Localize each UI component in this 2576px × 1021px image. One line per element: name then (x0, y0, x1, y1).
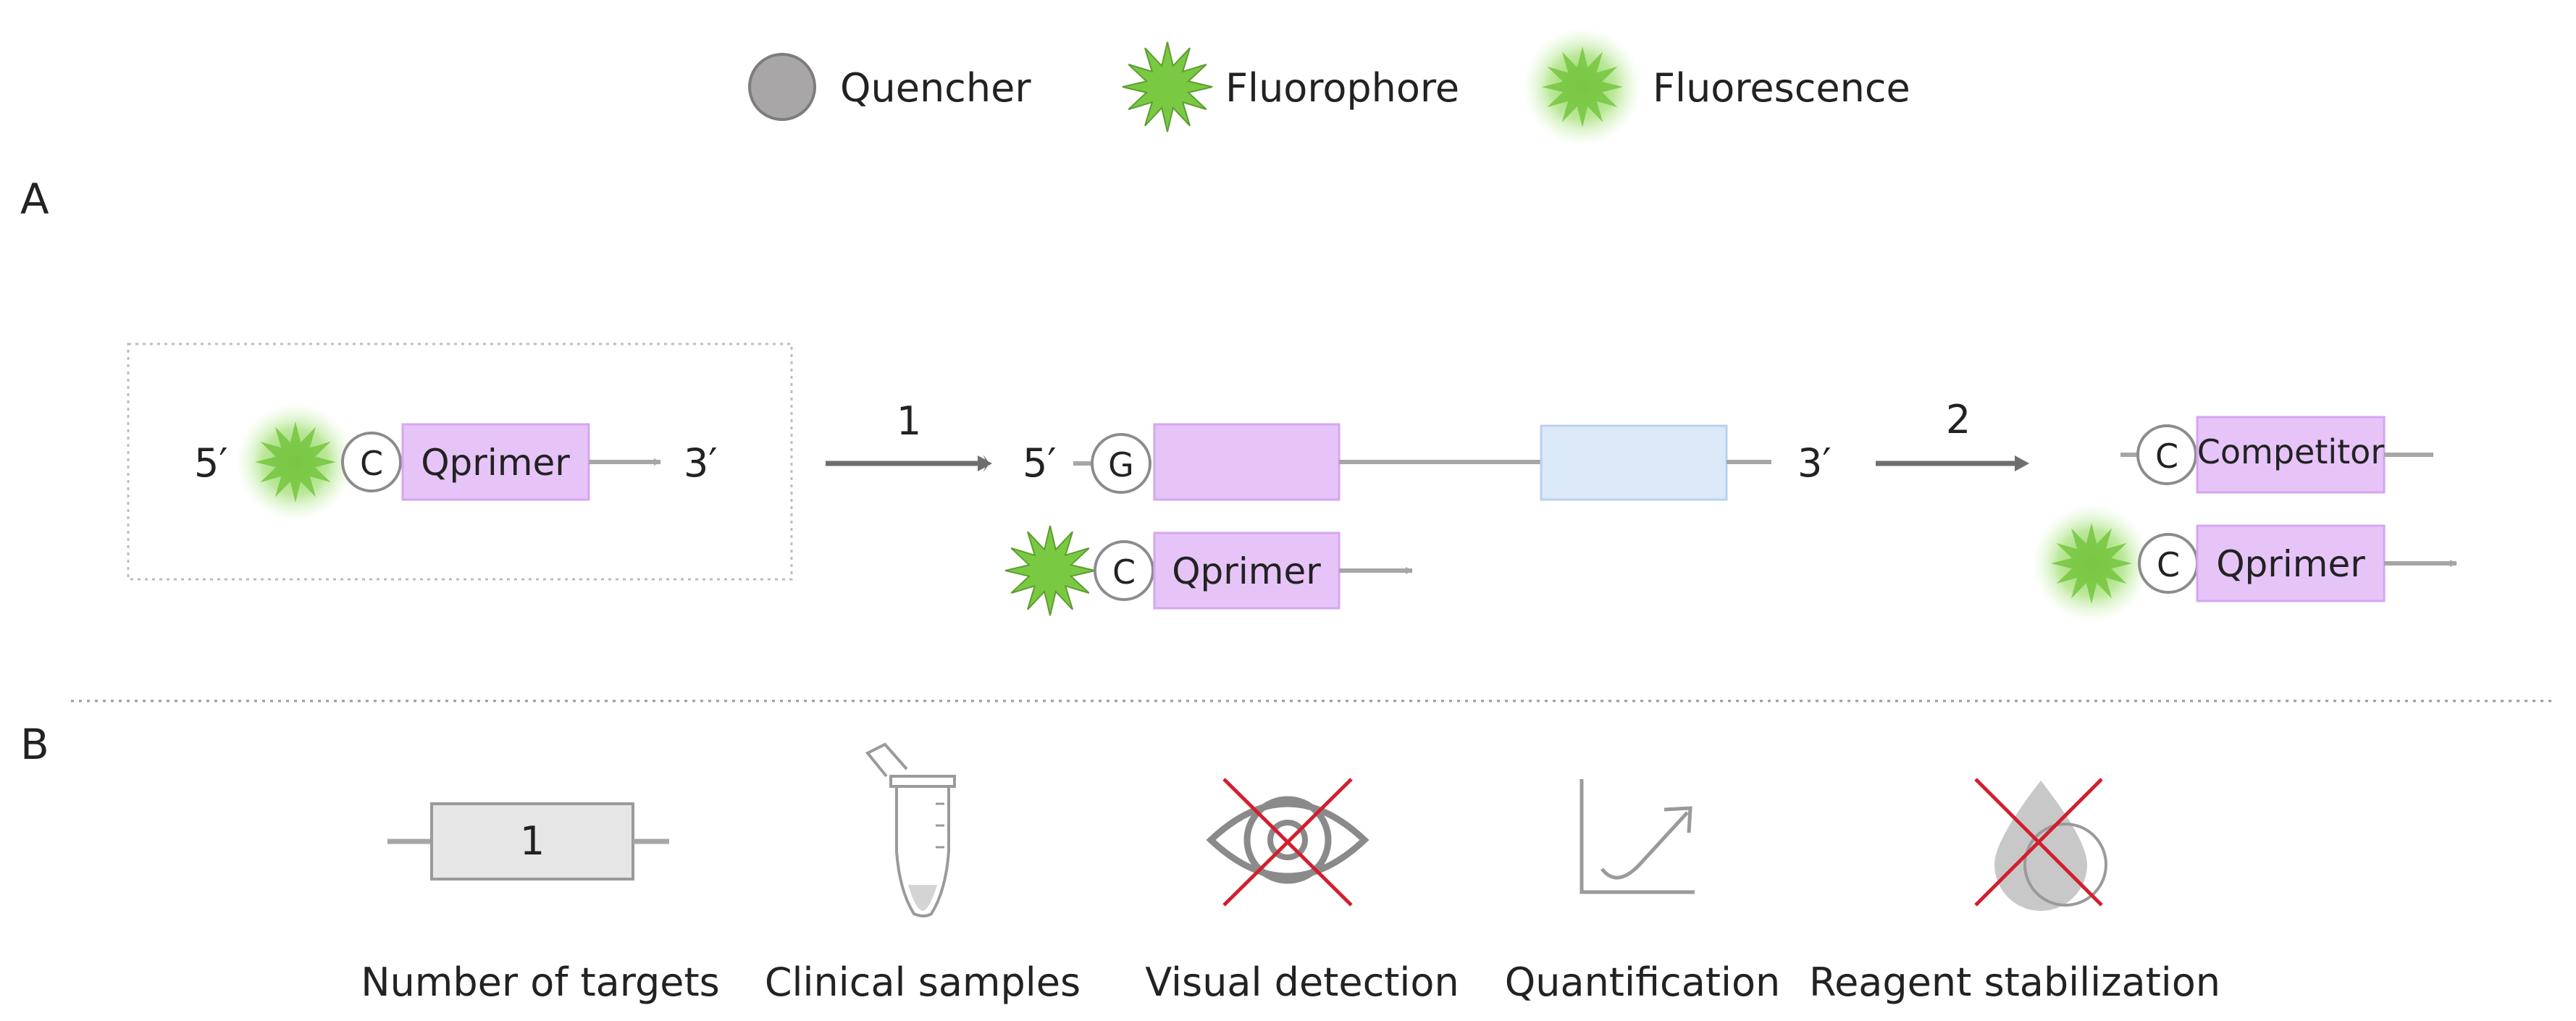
annealed-c-nucleotide (1094, 540, 1154, 601)
target-second-site (1540, 424, 1728, 501)
probe-c-nucleotide (341, 432, 402, 492)
step-1-label: 1 (897, 398, 921, 444)
released-c-label: C (2157, 545, 2180, 584)
fluorophore-legend-label: Fluorophore (1225, 65, 1459, 111)
visual-feature: Visual detection (1145, 778, 1459, 1005)
probe-five-prime-label: 5′ (194, 440, 228, 486)
competitor-c-nucleotide (2136, 424, 2197, 485)
quant-caption: Quantification (1505, 959, 1780, 1005)
reagent-feature: Reagent stabilization (1809, 778, 2220, 1005)
quant-feature: Quantification (1505, 779, 1780, 1005)
competitor-box (2196, 416, 2386, 494)
quant-axes-icon (1579, 779, 1695, 894)
annealed-primer: C Qprimer (1004, 525, 1413, 616)
probe-qprimer-box (401, 423, 590, 501)
fluorophore-legend-icon (1122, 41, 1213, 133)
target-primer-binding-site (1153, 423, 1341, 501)
fluorescence-legend-label: Fluorescence (1653, 65, 1910, 111)
released-primer: C Qprimer (2032, 504, 2457, 623)
probe-group: 5′ C Qprimer 3′ (127, 343, 793, 581)
reagent-cross-line-2 (1974, 778, 2103, 907)
legend: Quencher Fluorophore Fluorescence (748, 28, 1910, 146)
targets-box (430, 802, 634, 881)
probe-qprimer-label: Qprimer (421, 442, 570, 484)
annealed-c-label: C (1112, 552, 1136, 592)
target-g-nucleotide (1091, 433, 1151, 494)
tube-liquid (908, 885, 937, 911)
probe-three-prime-label: 3′ (684, 440, 718, 486)
probe-c-label: C (360, 444, 383, 483)
reagent-caption: Reagent stabilization (1809, 959, 2220, 1005)
step-1-arrowhead-tip (978, 455, 992, 471)
targets-caption: Number of targets (361, 959, 720, 1005)
annealed-qprimer-box (1153, 531, 1341, 610)
clinical-caption: Clinical samples (765, 959, 1081, 1005)
target-g-label: G (1108, 445, 1134, 484)
annealed-fluorophore-icon (1004, 525, 1096, 616)
quant-curve (1600, 811, 1689, 880)
target-five-prime-label: 5′ (1023, 440, 1057, 486)
targets-feature: 1 Number of targets (361, 802, 720, 1005)
competitor-c-label: C (2155, 437, 2178, 476)
panel-a-label: A (20, 175, 49, 224)
step-2-arrowhead (2015, 455, 2029, 471)
clinical-feature: Clinical samples (765, 742, 1081, 1005)
eye-iris (1243, 796, 1332, 884)
eye-pupil (1267, 820, 1308, 860)
reagent-ring-icon (2023, 823, 2107, 907)
quencher-legend-label: Quencher (840, 65, 1031, 111)
released-qprimer-label: Qprimer (2216, 543, 2365, 585)
visual-caption: Visual detection (1145, 959, 1459, 1005)
step-2-label: 2 (1946, 397, 1971, 442)
target-three-prime-label: 3′ (1797, 440, 1832, 486)
fluorescence-legend-icon (1542, 46, 1623, 127)
competitor-strand: C Competitor (2120, 416, 2433, 494)
tube-icon (895, 782, 950, 917)
competitor-label: Competitor (2197, 432, 2385, 471)
tube-lid (865, 742, 908, 778)
annealed-qprimer-label: Qprimer (1172, 550, 1321, 592)
quencher-legend-icon (748, 53, 816, 121)
visual-cross-line-2 (1222, 778, 1353, 907)
probe-fluorophore-icon (255, 421, 336, 503)
target-strand: 5′ G 3′ (1023, 423, 1832, 501)
panel-b-label: B (20, 720, 49, 769)
released-fluorophore-icon (2051, 523, 2132, 604)
tube-rim (889, 775, 956, 788)
quant-arrowhead (1664, 806, 1692, 833)
targets-count: 1 (520, 818, 545, 864)
